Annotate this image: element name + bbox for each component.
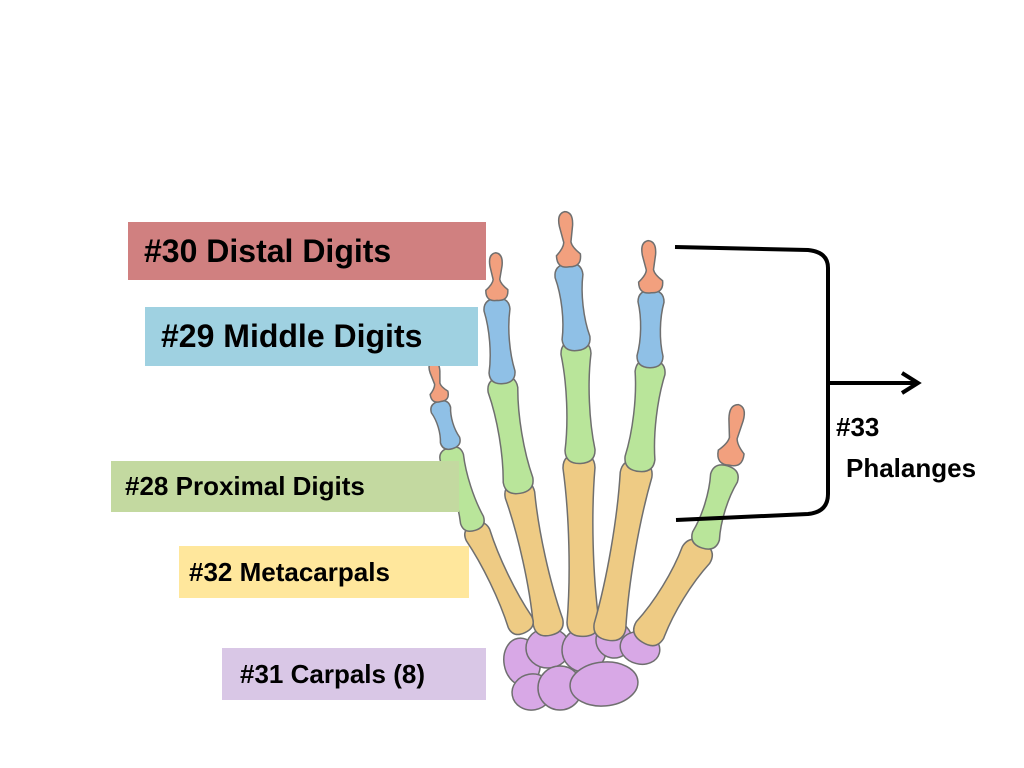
distal-phalanx-little bbox=[428, 360, 450, 403]
metacarpal-thumb bbox=[632, 538, 714, 647]
metacarpal-middle bbox=[562, 452, 600, 638]
middle-phalanx-ring bbox=[636, 289, 665, 369]
phalanges-number: #33 bbox=[836, 412, 880, 442]
phalanges-bracket bbox=[674, 245, 922, 522]
metacarpals-label: #32 Metacarpals bbox=[179, 546, 469, 598]
proximal-phalanx-ring bbox=[624, 358, 666, 473]
proximal-phalanx-index bbox=[487, 375, 534, 495]
phalanges-label: Phalanges bbox=[846, 453, 977, 483]
middle-phalanx-index bbox=[483, 297, 516, 385]
middle-digits-label: #29 Middle Digits bbox=[145, 307, 478, 366]
distal-phalanx-index bbox=[485, 252, 509, 302]
distal-phalanx-middle bbox=[555, 210, 582, 268]
metacarpal-bones bbox=[464, 452, 714, 647]
distal-phalanx-ring bbox=[637, 239, 664, 294]
proximal-phalanx-middle bbox=[560, 339, 596, 465]
carpals-label: #31 Carpals (8) bbox=[222, 648, 486, 700]
carpal-bones bbox=[503, 621, 661, 711]
middle-phalanx-bones bbox=[430, 262, 665, 451]
proximal-phalanx-thumb bbox=[691, 464, 739, 550]
bracket-arrowhead bbox=[900, 371, 922, 395]
distal-phalanx-thumb bbox=[717, 403, 746, 467]
distal-phalanx-bones bbox=[428, 210, 746, 467]
proximal-digits-label: #28 Proximal Digits bbox=[111, 461, 459, 512]
middle-phalanx-little bbox=[430, 399, 461, 451]
distal-digits-label: #30 Distal Digits bbox=[128, 222, 486, 280]
bracket-line bbox=[674, 245, 830, 522]
middle-phalanx-middle bbox=[554, 262, 591, 352]
carpal-bone-8 bbox=[569, 661, 639, 707]
